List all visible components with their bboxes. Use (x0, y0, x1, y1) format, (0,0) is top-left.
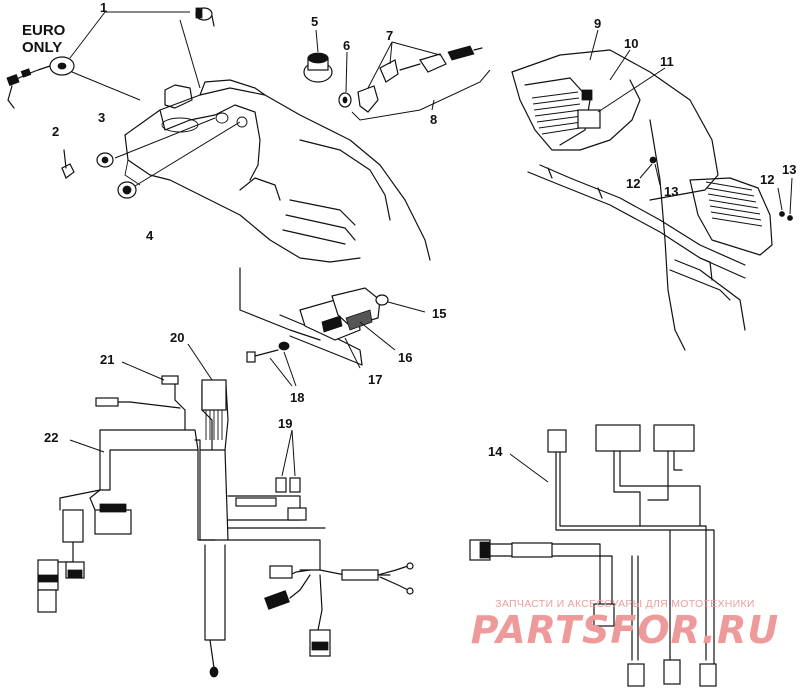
callout-4: 4 (146, 228, 154, 243)
note-line1: EURO (22, 22, 66, 39)
callout-9: 9 (594, 16, 601, 31)
callout-5: 5 (311, 14, 318, 29)
callout-21: 21 (100, 352, 114, 367)
callout-7: 7 (386, 28, 393, 43)
side-vent-grille (705, 181, 763, 227)
callout-6: 6 (343, 38, 350, 53)
callout-1: 1 (100, 0, 107, 15)
washer-part3 (96, 117, 216, 168)
callout-10: 10 (624, 36, 638, 51)
callout-2: 2 (52, 124, 59, 139)
callout-18: 18 (290, 390, 304, 405)
ignition-switch-part1 (6, 7, 215, 109)
dash-panel (124, 79, 431, 263)
note-line2: ONLY (22, 39, 62, 56)
callout-labels: 1 2 3 4 5 6 7 8 9 10 11 12 13 12 13 14 1… (44, 0, 796, 459)
callout-8: 8 (430, 112, 437, 127)
callout-17: 17 (368, 372, 382, 387)
callout-13b: 13 (782, 162, 796, 177)
callout-12b: 12 (760, 172, 774, 187)
callout-20: 20 (170, 330, 184, 345)
callout-22: 22 (44, 430, 58, 445)
bolt-part2 (61, 149, 75, 179)
switch-part5 (303, 29, 333, 83)
front-cowl-part9 (511, 29, 793, 351)
watermark-logo: PARTSFOR.RU (470, 608, 780, 652)
callout-11: 11 (660, 54, 674, 69)
callout-16: 16 (398, 350, 412, 365)
cowl-vent-grille (531, 91, 583, 135)
callout-19: 19 (278, 416, 292, 431)
watermark: ЗАПЧАСТИ И АКСЕССУАРЫ ДЛЯ МОТОТЕХНИКИ PA… (460, 598, 790, 650)
callout-12a: 12 (626, 176, 640, 191)
callout-3: 3 (98, 110, 105, 125)
main-wire-harness-part22 (37, 343, 414, 678)
callout-13a: 13 (664, 184, 678, 199)
switches-part7-8 (351, 41, 491, 121)
callout-15: 15 (432, 306, 446, 321)
grommet-part4 (117, 121, 241, 199)
mounting-bracket (239, 267, 426, 387)
callout-14: 14 (488, 444, 503, 459)
sub-wire-harness-part14 (469, 424, 717, 687)
watermark-tagline: ЗАПЧАСТИ И АКСЕССУАРЫ ДЛЯ МОТОТЕХНИКИ (495, 598, 755, 610)
nut-part6 (338, 51, 352, 108)
